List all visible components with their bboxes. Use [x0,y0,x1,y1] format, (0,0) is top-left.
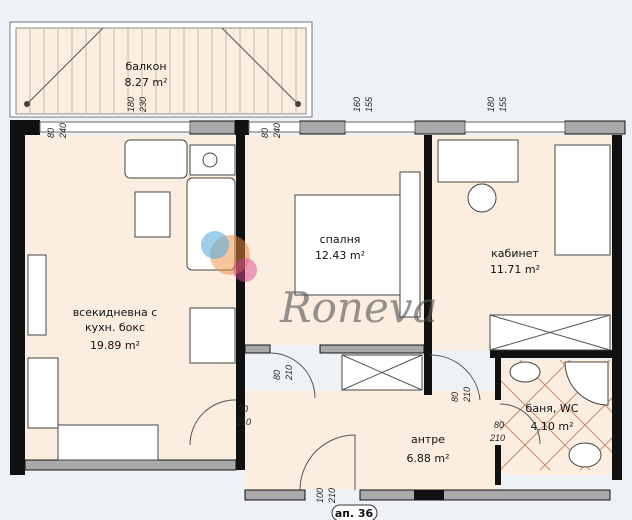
dim-study-window-h: 155 [498,96,508,112]
dim-kitchen-door-w: 90 [238,404,248,414]
bedroom-name: спалня [320,233,361,246]
dim-living-window-w: 80 [46,128,56,138]
balcony-area: 8.27 m² [124,76,167,89]
living-name-line1: всекидневна с [73,306,158,319]
hallway-area: 6.88 m² [406,452,449,465]
hallway-name: антре [411,433,445,446]
dimension-labels: 80 240 180 230 80 240 160 155 180 155 80… [46,96,508,504]
dim-bedroom-window-h: 155 [364,96,374,112]
balcony: балкон 8.27 m² [9,21,313,118]
dim-bath-door-w: 80 [494,420,504,430]
hallway-floor [245,390,500,490]
study-area: 11.71 m² [490,263,540,276]
dim-bath-door-h: 210 [489,433,505,443]
dim-living-door-w: 80 [272,370,282,380]
dim-bedroom-balcony-w: 80 [260,128,270,138]
dim-bedroom-door-w: 80 [450,392,460,402]
dim-bedroom-balcony-h: 240 [272,123,282,139]
apartment-label: ап. 36 [331,504,378,520]
living-name-line2: кухн. бокс [85,321,145,334]
furniture [27,139,611,468]
windows [39,121,566,133]
study-name: кабинет [491,247,539,260]
balcony-name: балкон [125,60,166,73]
dim-entrance-door-h: 210 [327,488,337,504]
bathroom-area: 4.10 m² [530,420,573,433]
watermark-text: Roneva [279,283,438,332]
dim-bedroom-door-h: 210 [462,387,472,403]
dim-living-door-h: 210 [284,365,294,381]
apartment-number: ап. 36 [335,507,374,520]
room-labels: всекидневна с кухн. бокс 19.89 m² спалня… [73,233,579,465]
dim-balcony-door-h: 230 [138,97,148,113]
dim-entrance-door-w: 100 [315,488,325,503]
dim-living-window-h: 240 [58,123,68,139]
dim-balcony-door-w: 180 [126,97,136,112]
roneva-logo-watermark: Roneva [201,231,438,332]
bedroom-area: 12.43 m² [315,249,365,262]
dim-kitchen-door-h: 210 [235,417,251,427]
living-area: 19.89 m² [90,339,140,352]
dim-study-window-w: 180 [486,97,496,112]
dim-bedroom-window-w: 160 [352,97,362,112]
door-swings [189,352,541,491]
walls [10,120,626,501]
bathroom-name: баня, WC [526,402,579,415]
